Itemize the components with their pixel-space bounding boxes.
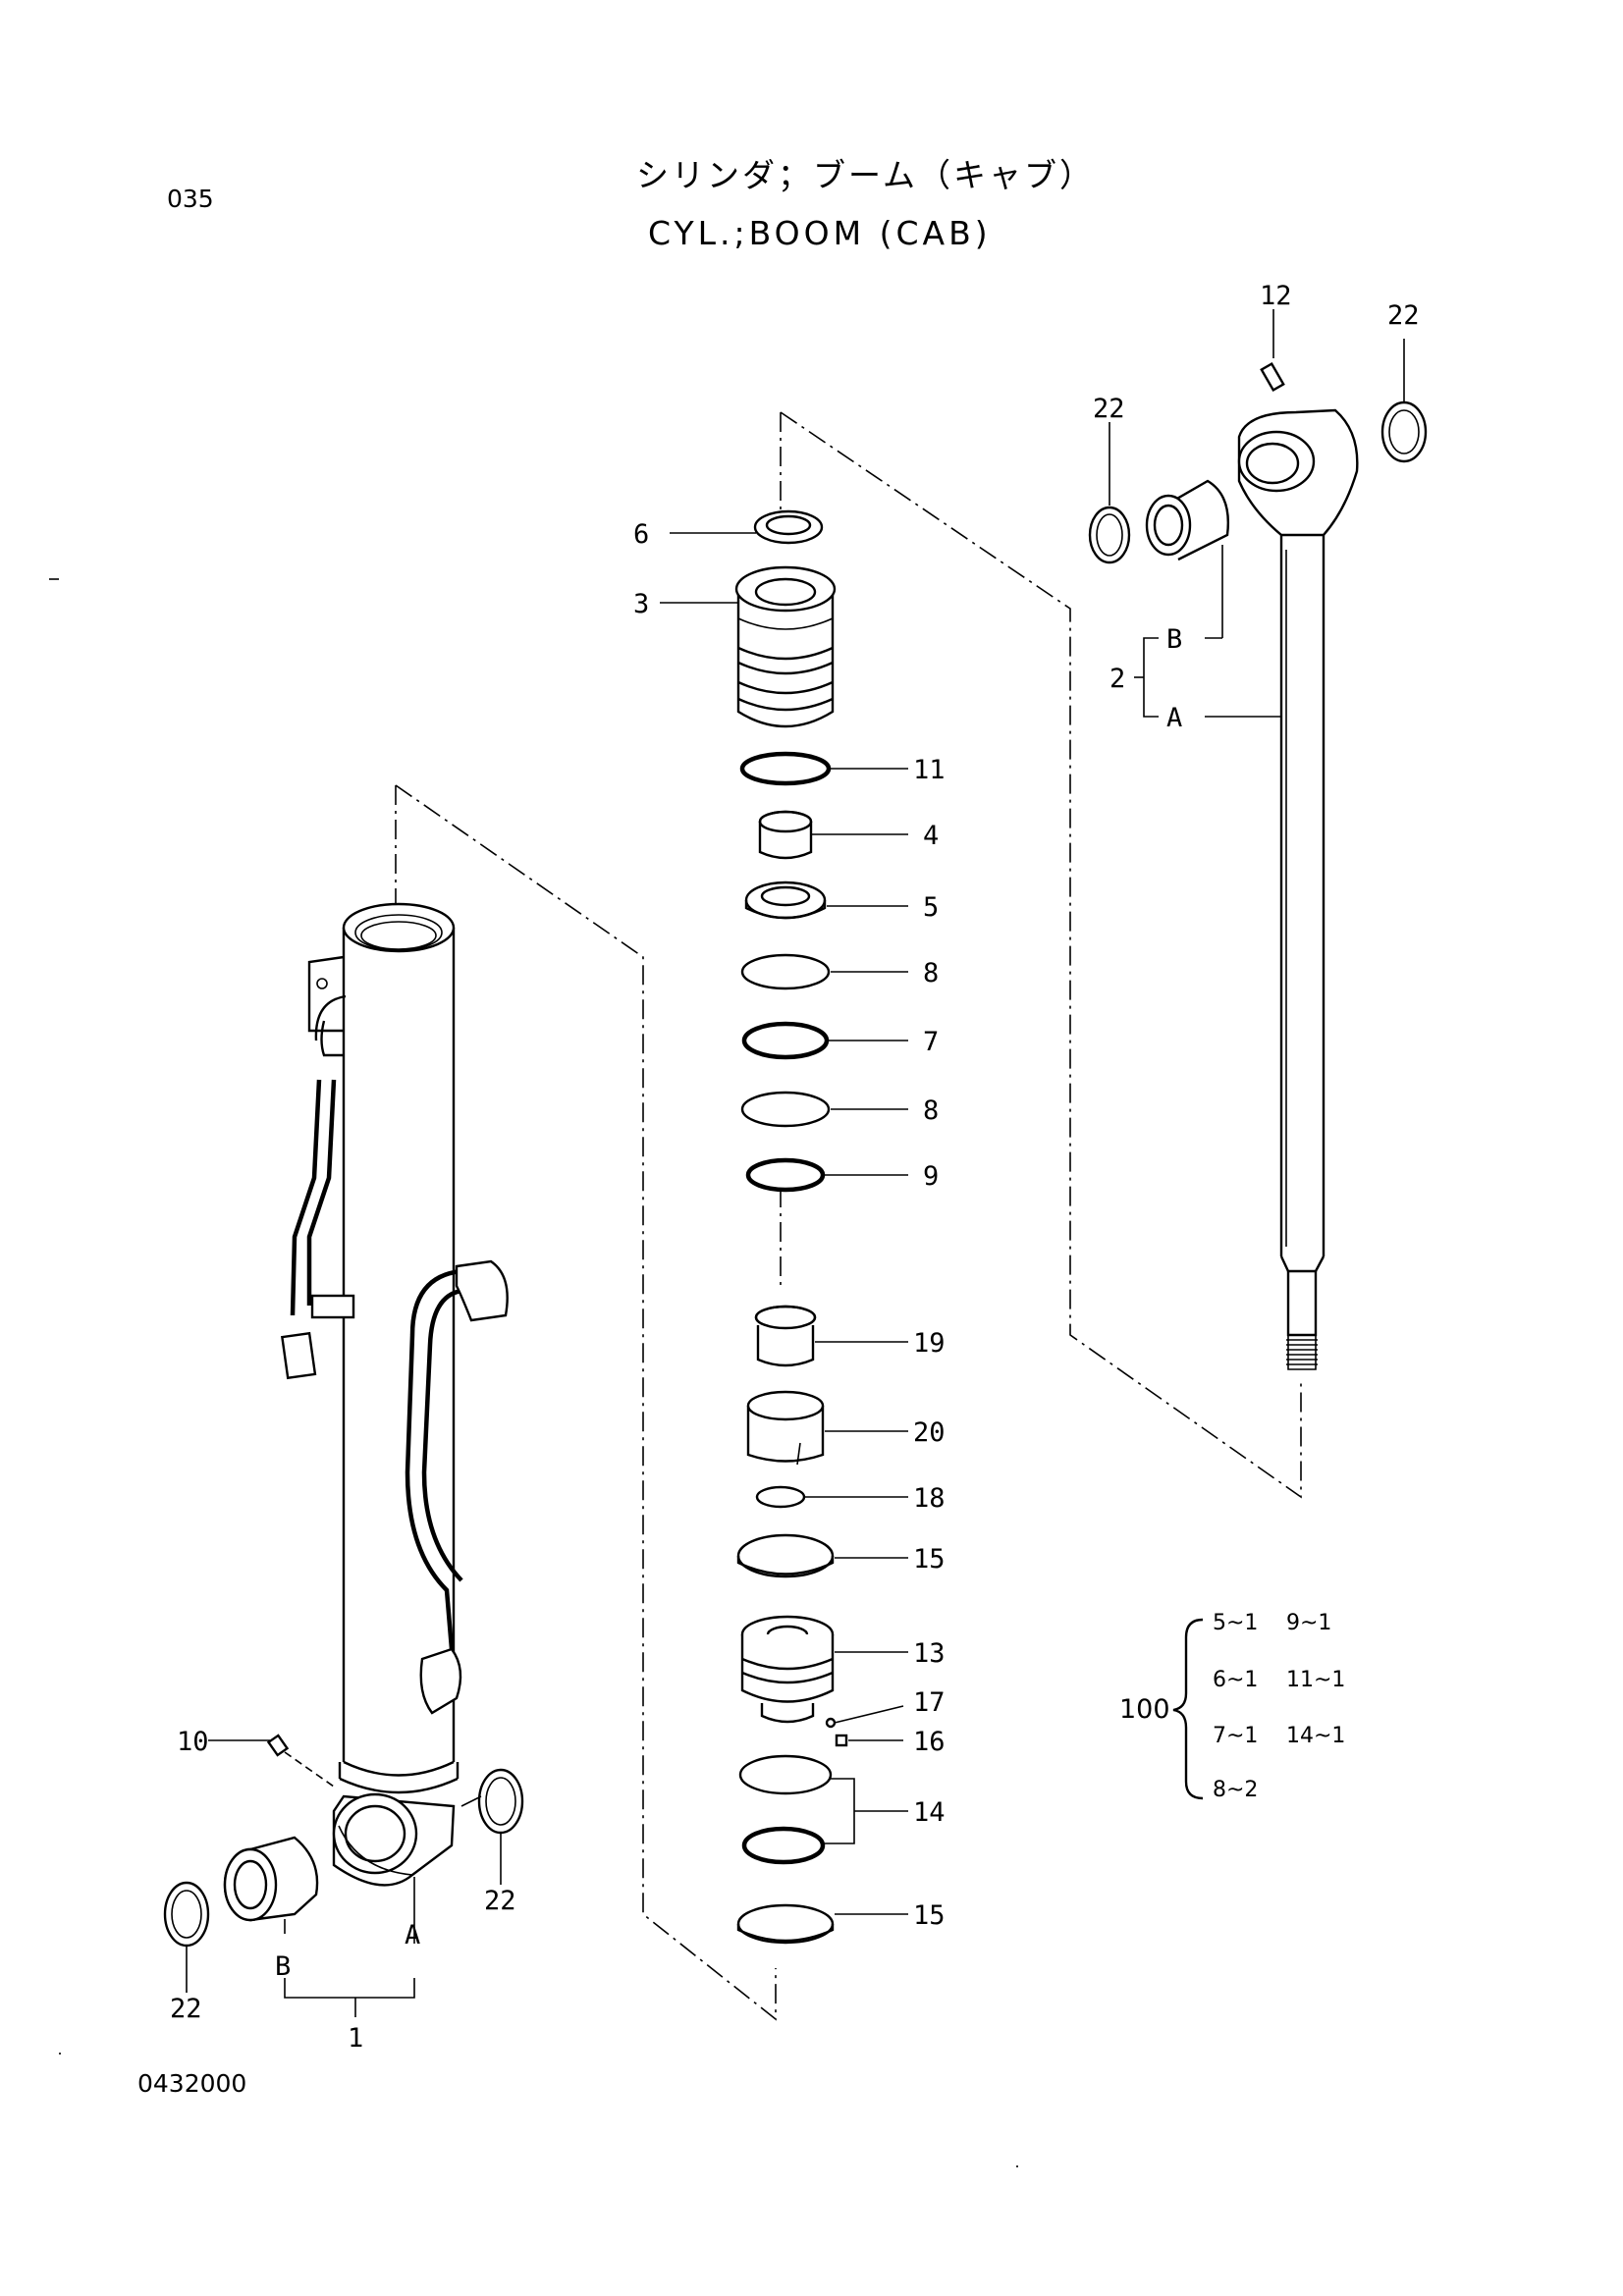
callout-9: 9 — [923, 1161, 939, 1192]
callout-13: 13 — [913, 1638, 946, 1669]
callout-8-lower: 8 — [923, 1095, 939, 1126]
callout-22-rod-left: 22 — [1093, 394, 1125, 424]
callout-15-upper: 15 — [913, 1544, 946, 1575]
callout-labels: 6 3 11 4 5 8 7 8 9 19 20 18 15 13 17 16 … — [170, 281, 1420, 2054]
tube-bushing — [223, 1836, 319, 1922]
callout-4: 4 — [923, 821, 939, 851]
callout-14: 14 — [913, 1797, 946, 1828]
seal-kit-label: 100 — [1119, 1694, 1170, 1725]
callout-2-b: B — [1166, 624, 1182, 655]
callout-22-rod-right: 22 — [1387, 300, 1420, 331]
callout-1: 1 — [348, 2023, 363, 2054]
rod-bushing — [1145, 479, 1229, 561]
callout-12: 12 — [1260, 281, 1292, 311]
piston-rod — [1237, 361, 1359, 1370]
seal-kit-item-2-col1: 6~1 — [1213, 1668, 1258, 1692]
callout-22-tube-right: 22 — [484, 1886, 516, 1916]
callout-6: 6 — [633, 519, 649, 550]
callout-20: 20 — [913, 1417, 946, 1448]
callout-15-lower: 15 — [913, 1900, 946, 1931]
seal-kit-item-3-col1: 7~1 — [1213, 1724, 1258, 1748]
seal-kit-item-4-col1: 8~2 — [1213, 1778, 1258, 1802]
callout-17: 17 — [913, 1687, 946, 1718]
seal-kit-legend: 100 5~1 9~1 6~1 11~1 7~1 14~1 8~2 — [1119, 1611, 1345, 1802]
seal-kit-item-3-col2: 14~1 — [1286, 1724, 1345, 1748]
callout-18: 18 — [913, 1483, 946, 1514]
assembly-guide-lines — [395, 411, 1302, 2021]
callout-22-tube-left: 22 — [170, 1994, 202, 2024]
grease-fitting — [266, 1734, 335, 1788]
callout-2-a: A — [1166, 703, 1182, 733]
title-english: CYL.;BOOM (CAB) — [648, 214, 992, 252]
callout-5: 5 — [923, 892, 939, 923]
callout-1-a: A — [405, 1920, 420, 1950]
callout-3: 3 — [633, 589, 649, 619]
callout-1-b: B — [275, 1951, 291, 1982]
callout-7: 7 — [923, 1027, 939, 1057]
seal-kit-item-2-col2: 11~1 — [1286, 1668, 1345, 1692]
callout-19: 19 — [913, 1328, 946, 1359]
page-number: 035 — [167, 185, 214, 213]
callout-10: 10 — [177, 1727, 209, 1757]
callout-16: 16 — [913, 1727, 946, 1757]
drawing-number: 0432000 — [137, 2069, 247, 2098]
tube-dust-seals — [163, 1768, 524, 1948]
callout-2: 2 — [1109, 664, 1125, 694]
cylinder-tube — [280, 902, 509, 1887]
leader-lines — [186, 309, 1405, 2017]
callout-8-upper: 8 — [923, 958, 939, 988]
center-parts-stack — [734, 509, 848, 1945]
seal-kit-item-1-col2: 9~1 — [1286, 1611, 1331, 1635]
title-japanese: シリンダ；ブーム（キャブ） — [636, 156, 1096, 194]
seal-kit-item-1-col1: 5~1 — [1213, 1611, 1258, 1635]
scan-artifacts — [49, 578, 1018, 2167]
callout-11: 11 — [913, 755, 946, 785]
